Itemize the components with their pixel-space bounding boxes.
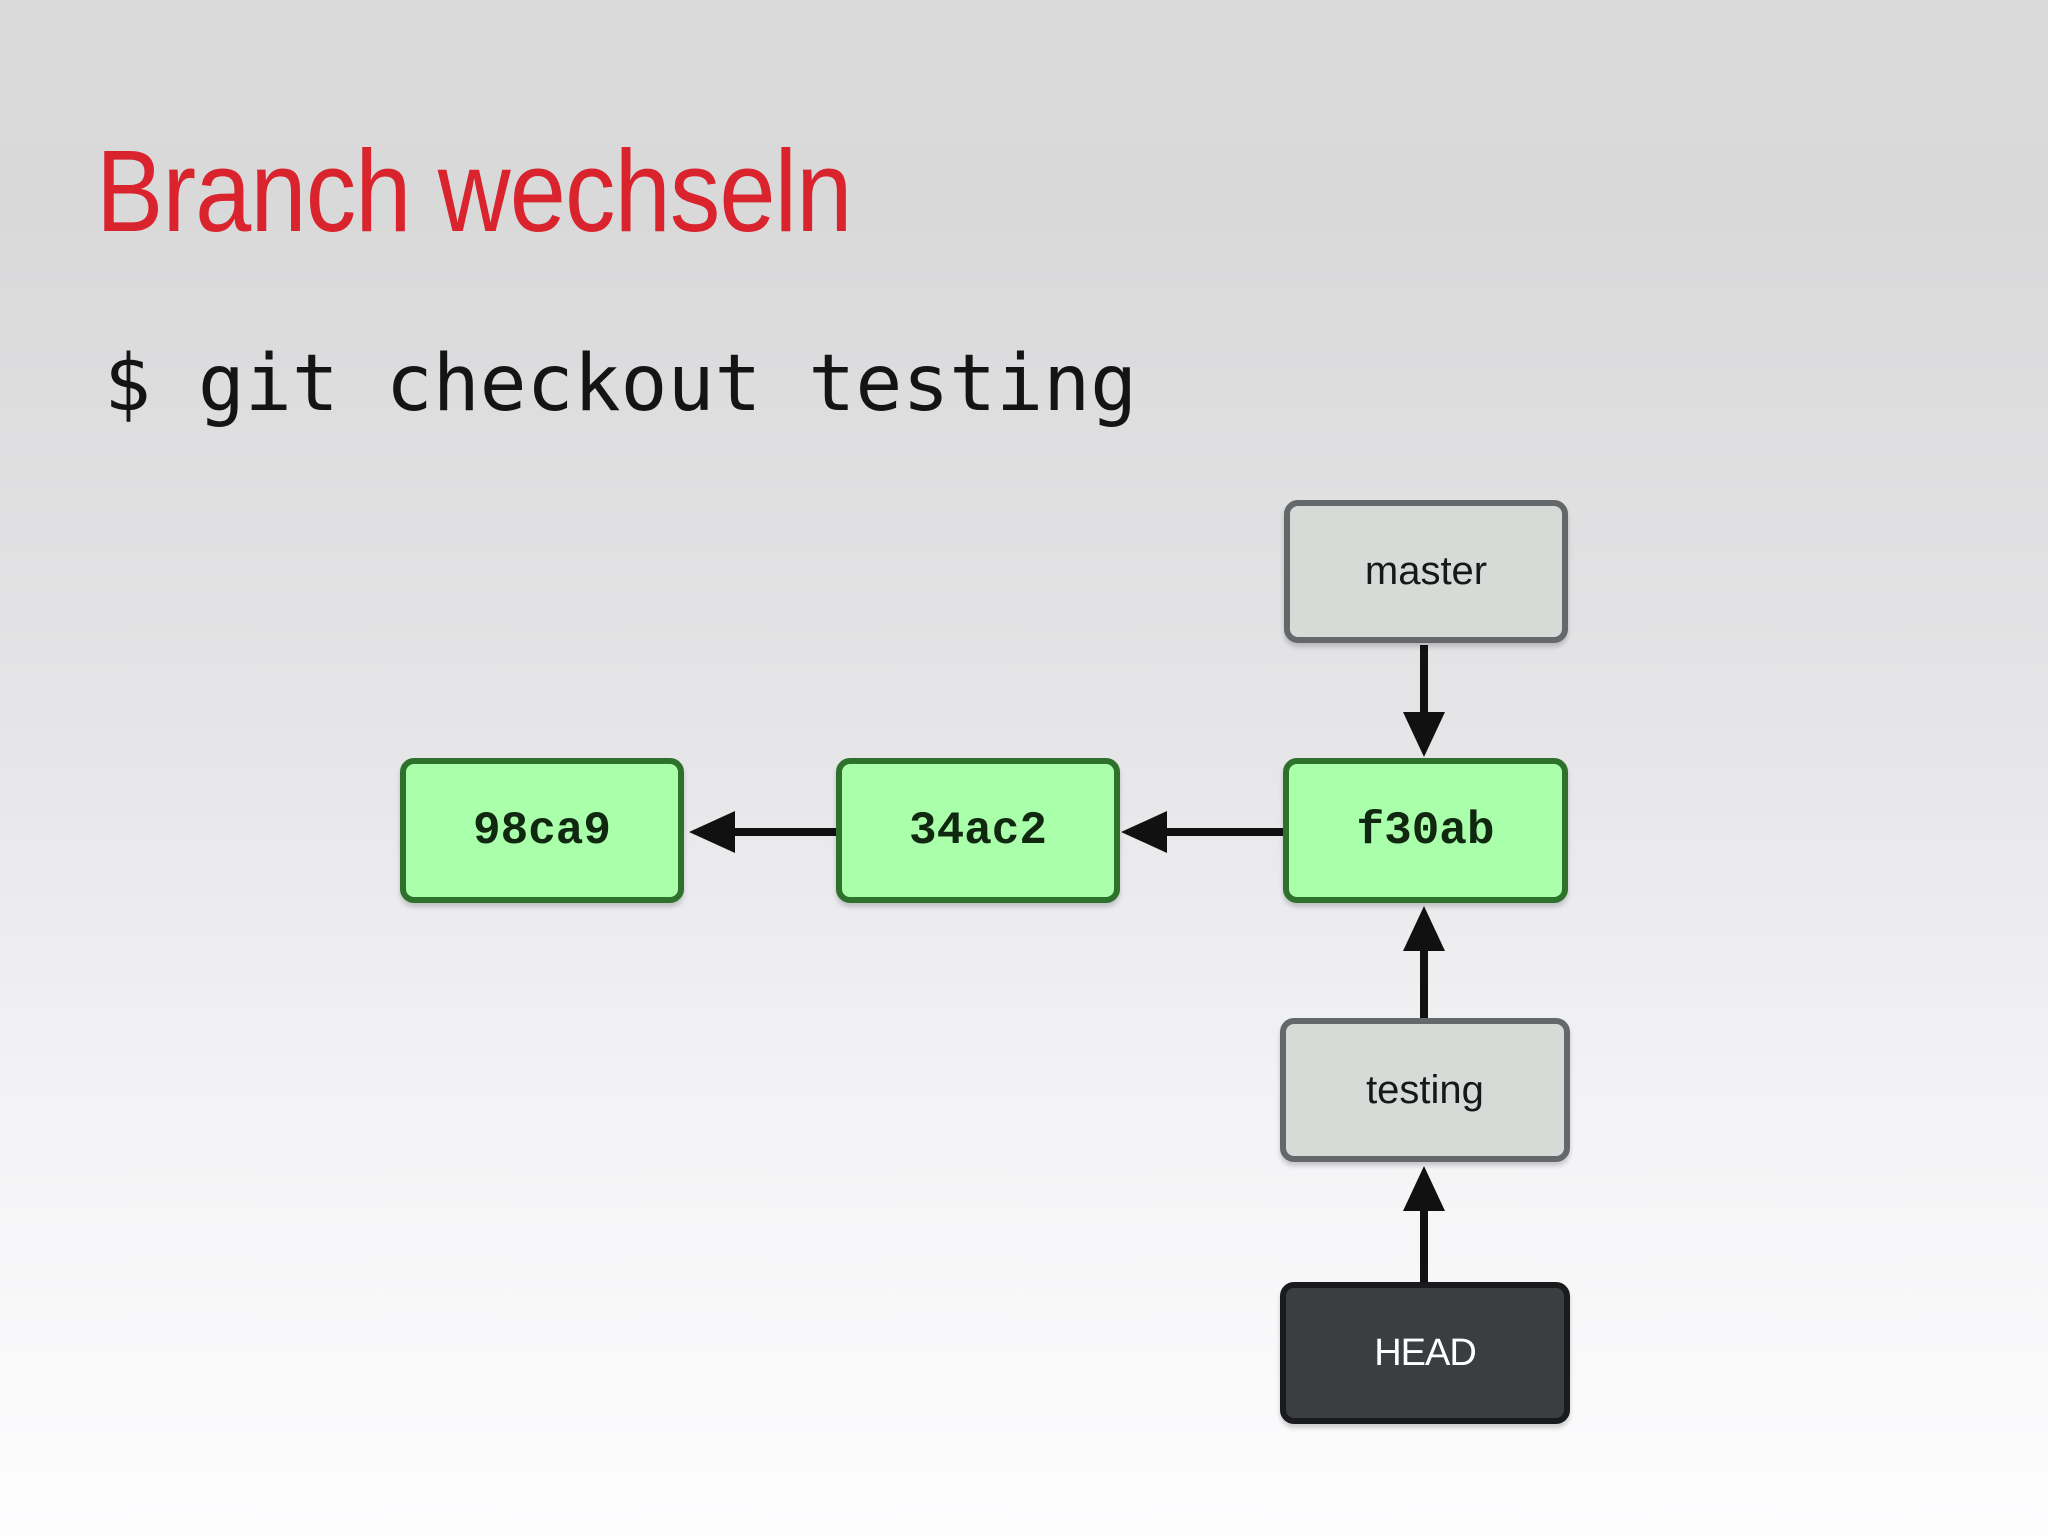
commit-id-label: 98ca9 — [472, 804, 612, 857]
terminal-command: $ git checkout testing — [104, 339, 1138, 429]
commit-id-label: f30ab — [1356, 804, 1495, 857]
commit-id-label: 34ac2 — [908, 804, 1048, 857]
commit-node-98ca9: 98ca9 — [400, 758, 684, 903]
branch-node-testing: testing — [1280, 1018, 1570, 1162]
arrow-34ac2-to-98ca9-icon — [689, 811, 836, 853]
slide-title: Branch wechseln — [96, 126, 852, 256]
arrow-head-to-testing-icon — [1403, 1166, 1445, 1282]
branch-label: testing — [1366, 1067, 1484, 1112]
arrow-testing-to-f30ab-icon — [1403, 906, 1445, 1018]
branch-label: master — [1364, 549, 1488, 593]
commit-node-34ac2: 34ac2 — [836, 758, 1120, 903]
head-node: HEAD — [1280, 1282, 1570, 1424]
arrow-master-to-f30ab-icon — [1403, 645, 1445, 757]
arrow-f30ab-to-34ac2-icon — [1121, 811, 1283, 853]
commit-node-f30ab: f30ab — [1283, 758, 1568, 903]
branch-node-master: master — [1284, 500, 1568, 643]
head-label: HEAD — [1374, 1331, 1477, 1374]
